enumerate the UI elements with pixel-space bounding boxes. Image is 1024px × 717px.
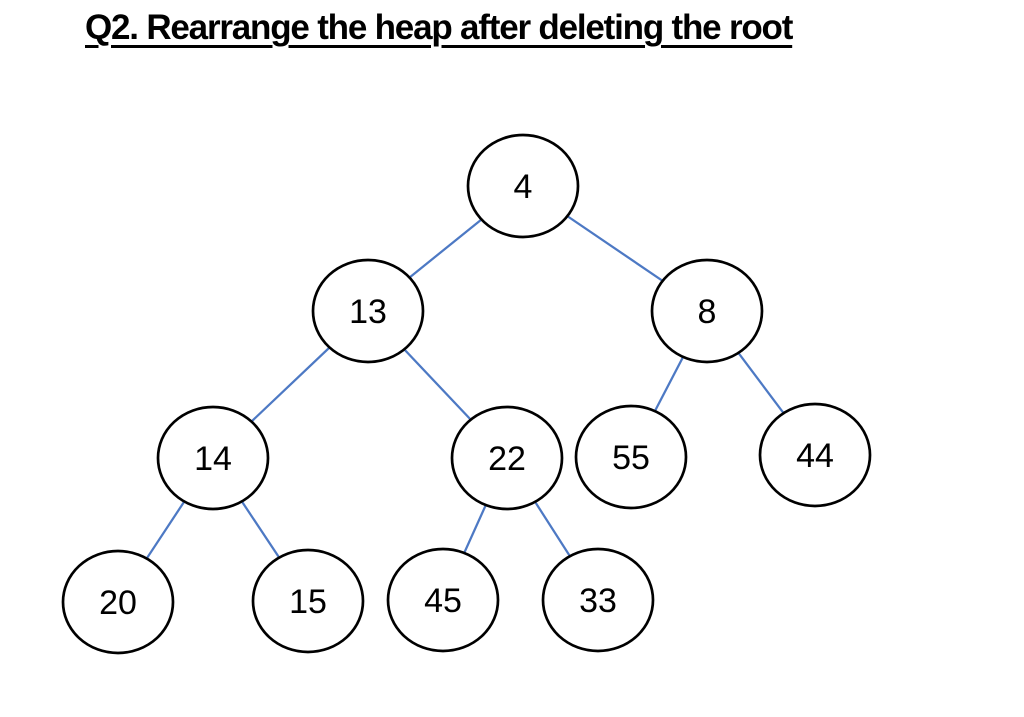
node-value: 22 — [488, 440, 526, 478]
heap-node-44: 44 — [758, 402, 872, 508]
node-circle — [61, 549, 175, 655]
heap-node-14: 14 — [156, 405, 270, 511]
heap-node-45: 45 — [386, 547, 500, 653]
heap-node-20: 20 — [61, 549, 175, 655]
node-circle — [450, 405, 564, 511]
node-value: 13 — [349, 293, 387, 331]
node-value: 14 — [194, 440, 232, 478]
node-circle — [251, 548, 365, 654]
heap-node-4: 4 — [466, 133, 580, 239]
node-circle — [574, 404, 688, 510]
node-value: 15 — [289, 583, 327, 621]
node-value: 44 — [796, 437, 834, 475]
node-circle — [541, 547, 655, 653]
node-circle — [758, 402, 872, 508]
heap-node-55: 55 — [574, 404, 688, 510]
node-circle — [386, 547, 500, 653]
heap-node-13: 13 — [311, 258, 425, 364]
heap-node-22: 22 — [450, 405, 564, 511]
page-title: Q2. Rearrange the heap after deleting th… — [85, 8, 793, 47]
node-circle — [311, 258, 425, 364]
node-value: 45 — [424, 582, 462, 620]
node-value: 20 — [99, 584, 137, 622]
node-value: 4 — [514, 168, 533, 206]
node-value: 55 — [612, 439, 650, 477]
heap-node-33: 33 — [541, 547, 655, 653]
node-circle — [156, 405, 270, 511]
node-value: 33 — [579, 582, 617, 620]
node-value: 8 — [698, 293, 717, 331]
tree-edges — [117, 185, 816, 603]
heap-node-15: 15 — [251, 548, 365, 654]
node-circle — [650, 258, 764, 364]
node-circle — [466, 133, 580, 239]
heap-node-8: 8 — [650, 258, 764, 364]
